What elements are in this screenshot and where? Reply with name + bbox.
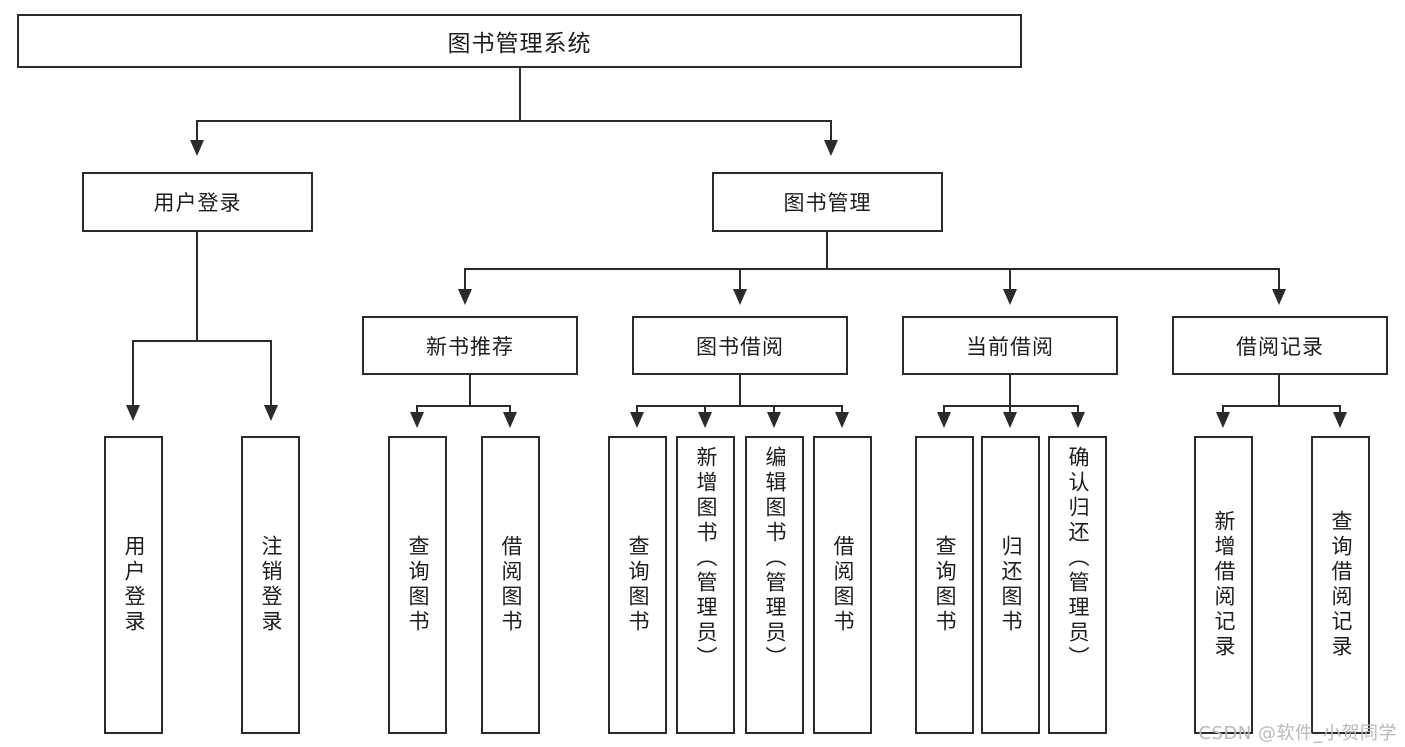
- connector-new-book-stem: [469, 375, 471, 405]
- connector-borrow-record-drop-2: [1339, 405, 1341, 417]
- arrow-to-current-borrow: [1003, 289, 1017, 305]
- connector-new-book-drop-1: [416, 405, 418, 417]
- arrow-to-leaf-borrow-book-1: [503, 412, 517, 428]
- connector-root-to-user-login: [196, 120, 198, 147]
- arrow-to-leaf-query-book-1: [410, 412, 424, 428]
- leaf-label: 用户登录: [122, 535, 146, 635]
- leaf-label: 确认归还（管理员）: [1066, 446, 1090, 671]
- node-book-borrow[interactable]: 图书借阅: [632, 316, 848, 375]
- leaf-add-borrow-record[interactable]: 新增借阅记录: [1194, 436, 1253, 734]
- connector-book-borrow-drop-1: [636, 405, 638, 417]
- leaf-add-book-admin[interactable]: 新增图书（管理员）: [676, 436, 735, 734]
- arrow-to-leaf-query-book-2: [630, 412, 644, 428]
- leaf-confirm-return-admin[interactable]: 确认归还（管理员）: [1048, 436, 1107, 734]
- node-borrow-record[interactable]: 借阅记录: [1172, 316, 1388, 375]
- leaf-edit-book-admin[interactable]: 编辑图书（管理员）: [745, 436, 804, 734]
- arrow-to-leaf-logout: [264, 405, 278, 421]
- leaf-label: 查询图书: [406, 535, 430, 635]
- connector-current-borrow-drop-1: [943, 405, 945, 417]
- connector-new-book-drop-2: [509, 405, 511, 417]
- leaf-label: 注销登录: [259, 535, 283, 635]
- leaf-return-book[interactable]: 归还图书: [981, 436, 1040, 734]
- arrow-to-leaf-query-book-3: [937, 412, 951, 428]
- leaf-query-book-current[interactable]: 查询图书: [915, 436, 974, 734]
- arrow-to-book-mgmt: [824, 140, 838, 156]
- connector-root-to-book-mgmt: [830, 120, 832, 147]
- node-label: 当前借阅: [966, 334, 1054, 359]
- leaf-label: 归还图书: [999, 535, 1023, 635]
- connector-user-login-drop-2: [270, 340, 272, 412]
- connector-book-borrow-bus: [636, 405, 842, 407]
- connector-user-login-bus: [132, 340, 272, 342]
- node-current-borrow[interactable]: 当前借阅: [902, 316, 1118, 375]
- arrow-to-leaf-return-book: [1003, 412, 1017, 428]
- leaf-label: 查询图书: [626, 535, 650, 635]
- connector-root-bus: [196, 120, 832, 122]
- leaf-label: 编辑图书（管理员）: [763, 446, 787, 671]
- connector-borrow-record-bus: [1222, 405, 1340, 407]
- leaf-user-login[interactable]: 用户登录: [104, 436, 163, 734]
- leaf-query-borrow-record[interactable]: 查询借阅记录: [1311, 436, 1370, 734]
- connector-book-borrow-drop-3: [773, 405, 775, 417]
- arrow-to-leaf-user-login: [126, 405, 140, 421]
- connector-to-book-borrow: [739, 268, 741, 296]
- connector-borrow-record-drop-1: [1222, 405, 1224, 417]
- node-label: 图书管理系统: [447, 31, 592, 57]
- node-label: 用户登录: [153, 191, 242, 215]
- leaf-label: 借阅图书: [499, 535, 523, 635]
- connector-root-stem: [519, 68, 521, 120]
- leaf-label: 新增图书（管理员）: [694, 446, 718, 671]
- node-new-book-recommend[interactable]: 新书推荐: [362, 316, 578, 375]
- connector-to-borrow-record: [1278, 268, 1280, 296]
- node-label: 借阅记录: [1236, 334, 1324, 359]
- connector-current-borrow-drop-3: [1077, 405, 1079, 417]
- leaf-logout[interactable]: 注销登录: [241, 436, 300, 734]
- node-label: 图书借阅: [696, 334, 784, 359]
- arrow-to-leaf-query-record: [1333, 412, 1347, 428]
- connector-book-borrow-drop-4: [841, 405, 843, 417]
- connector-user-login-drop-1: [132, 340, 134, 412]
- leaf-query-book-borrow[interactable]: 查询图书: [608, 436, 667, 734]
- arrow-to-leaf-add-book: [698, 412, 712, 428]
- connector-current-borrow-drop-2: [1009, 405, 1011, 417]
- leaf-query-book-new[interactable]: 查询图书: [388, 436, 447, 734]
- node-label: 新书推荐: [426, 334, 514, 359]
- node-book-management[interactable]: 图书管理: [712, 172, 943, 232]
- arrow-to-leaf-edit-book: [767, 412, 781, 428]
- connector-new-book-bus: [416, 405, 510, 407]
- connector-book-borrow-stem: [739, 375, 741, 405]
- leaf-label: 查询借阅记录: [1329, 510, 1353, 660]
- leaf-label: 借阅图书: [831, 535, 855, 635]
- connector-user-login-stem: [196, 232, 198, 340]
- arrow-to-new-book: [458, 289, 472, 305]
- node-label: 图书管理: [783, 191, 872, 215]
- leaf-label: 新增借阅记录: [1212, 510, 1236, 660]
- connector-to-current-borrow: [1009, 268, 1011, 296]
- connector-current-borrow-bus: [943, 405, 1079, 407]
- connector-borrow-record-stem: [1278, 375, 1280, 405]
- arrow-to-leaf-confirm-return: [1071, 412, 1085, 428]
- node-root-system[interactable]: 图书管理系统: [17, 14, 1022, 68]
- connector-book-borrow-drop-2: [704, 405, 706, 417]
- leaf-borrow-book-new[interactable]: 借阅图书: [481, 436, 540, 734]
- connector-book-mgmt-stem: [826, 232, 828, 268]
- leaf-label: 查询图书: [933, 535, 957, 635]
- arrow-to-book-borrow: [733, 289, 747, 305]
- connector-book-mgmt-bus: [464, 268, 1280, 270]
- leaf-borrow-book-borrow[interactable]: 借阅图书: [813, 436, 872, 734]
- connector-current-borrow-stem: [1009, 375, 1011, 405]
- arrow-to-leaf-borrow-book-2: [835, 412, 849, 428]
- arrow-to-user-login: [190, 140, 204, 156]
- arrow-to-borrow-record: [1272, 289, 1286, 305]
- arrow-to-leaf-add-record: [1216, 412, 1230, 428]
- node-user-login[interactable]: 用户登录: [82, 172, 313, 232]
- connector-to-new-book: [464, 268, 466, 296]
